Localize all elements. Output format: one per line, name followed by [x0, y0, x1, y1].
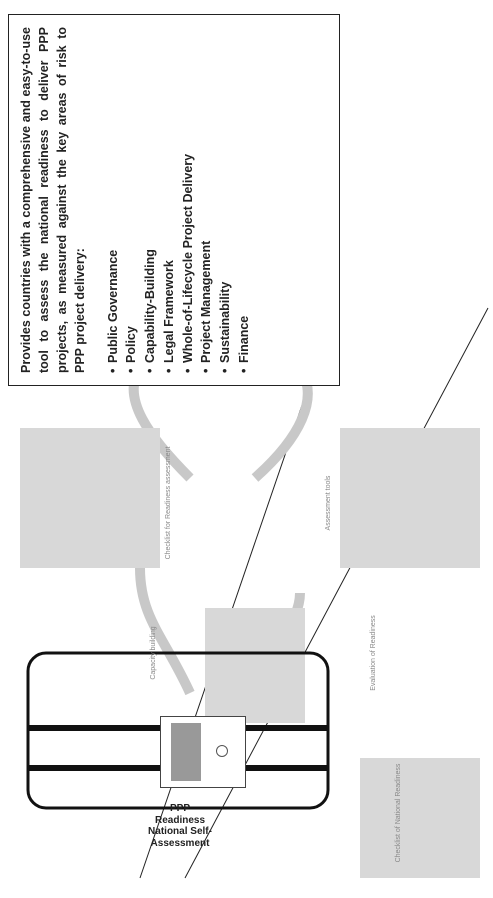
callout-item: •Policy — [124, 326, 139, 373]
callout-item: •Finance — [236, 315, 251, 373]
callout-item: •Capability-Building — [143, 249, 157, 373]
faded-box-left — [360, 758, 480, 878]
callout-list: •Public Governance •Policy •Capability-B… — [104, 27, 254, 373]
callout-box: Provides countries with a comprehensive … — [8, 14, 340, 386]
callout-intro: Provides countries with a comprehensive … — [19, 27, 88, 373]
callout-item: •Project Management — [199, 240, 214, 373]
callout-item: •Legal Framework — [161, 260, 176, 373]
faded-label-bottom-right: Capacity building — [150, 626, 157, 680]
document-graphic — [160, 716, 246, 788]
faded-box-center — [205, 608, 305, 723]
arc-connector-2 — [135, 567, 195, 696]
faded-label-bottom-left: Assessment tools — [325, 475, 332, 531]
faded-label-left-bottom: Evaluation of Readiness — [370, 615, 377, 691]
faded-label-left-top: Checklist of National Readiness — [395, 763, 402, 863]
hub-title: PPP Readiness National Self-Assessment — [148, 803, 212, 849]
callout-item: •Whole-of-Lifecycle Project Delivery — [180, 153, 195, 373]
callout-item: •Sustainability — [218, 281, 232, 373]
faded-box-bottom — [340, 428, 480, 568]
document-header-band — [171, 723, 201, 781]
callout-item: •Public Governance — [105, 249, 120, 373]
faded-box-top — [20, 428, 160, 568]
seal-icon — [216, 745, 228, 757]
faded-label-mid-right: Checklist for Readiness assessment — [165, 446, 172, 560]
